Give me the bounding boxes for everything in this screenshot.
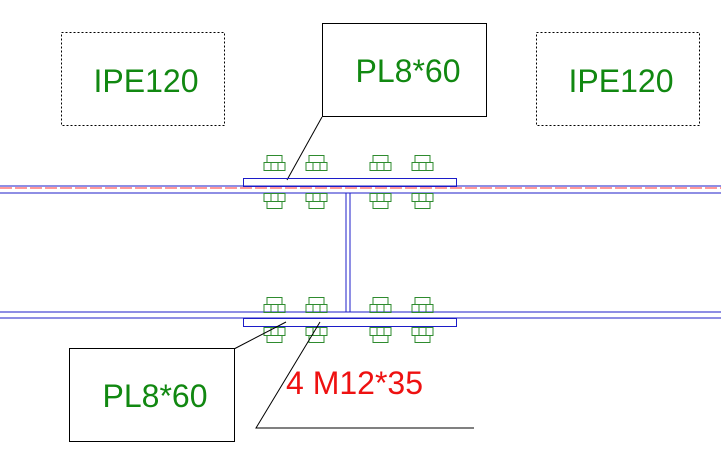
plate-label-box-bottom (69, 348, 235, 442)
plate-label-bottom: PL8*60 (103, 378, 208, 414)
beam-web-joint (345, 193, 351, 312)
bolt-top-3 (369, 155, 392, 209)
leader-line-bottom-plate (233, 321, 287, 350)
bolt-bottom-4 (411, 297, 434, 343)
plate-label-top: PL8*60 (356, 53, 461, 89)
beam-bottom-flange (0, 311, 721, 319)
bolt-top-2 (305, 155, 328, 209)
bolt-bottom-2 (305, 297, 328, 343)
bolt-bottom-3 (369, 297, 392, 343)
section-frame-left (61, 32, 225, 126)
splice-plate-top (243, 178, 457, 187)
bolt-group-top (263, 155, 434, 209)
beam-top-flange (0, 185, 721, 194)
leader-line-bolts (255, 321, 474, 429)
bolt-bottom-1 (263, 297, 286, 343)
splice-plate-bottom (243, 318, 457, 327)
bolt-top-1 (263, 155, 286, 209)
bolt-callout-label: 4 M12*35 (286, 365, 423, 401)
leader-line-top-plate (286, 116, 323, 181)
section-label-right: IPE120 (569, 63, 674, 99)
section-frame-right (536, 32, 700, 126)
section-label-left: IPE120 (94, 63, 199, 99)
bolt-group-bottom (263, 297, 434, 343)
bolt-top-4 (411, 155, 434, 209)
plate-label-box-top (322, 23, 487, 117)
